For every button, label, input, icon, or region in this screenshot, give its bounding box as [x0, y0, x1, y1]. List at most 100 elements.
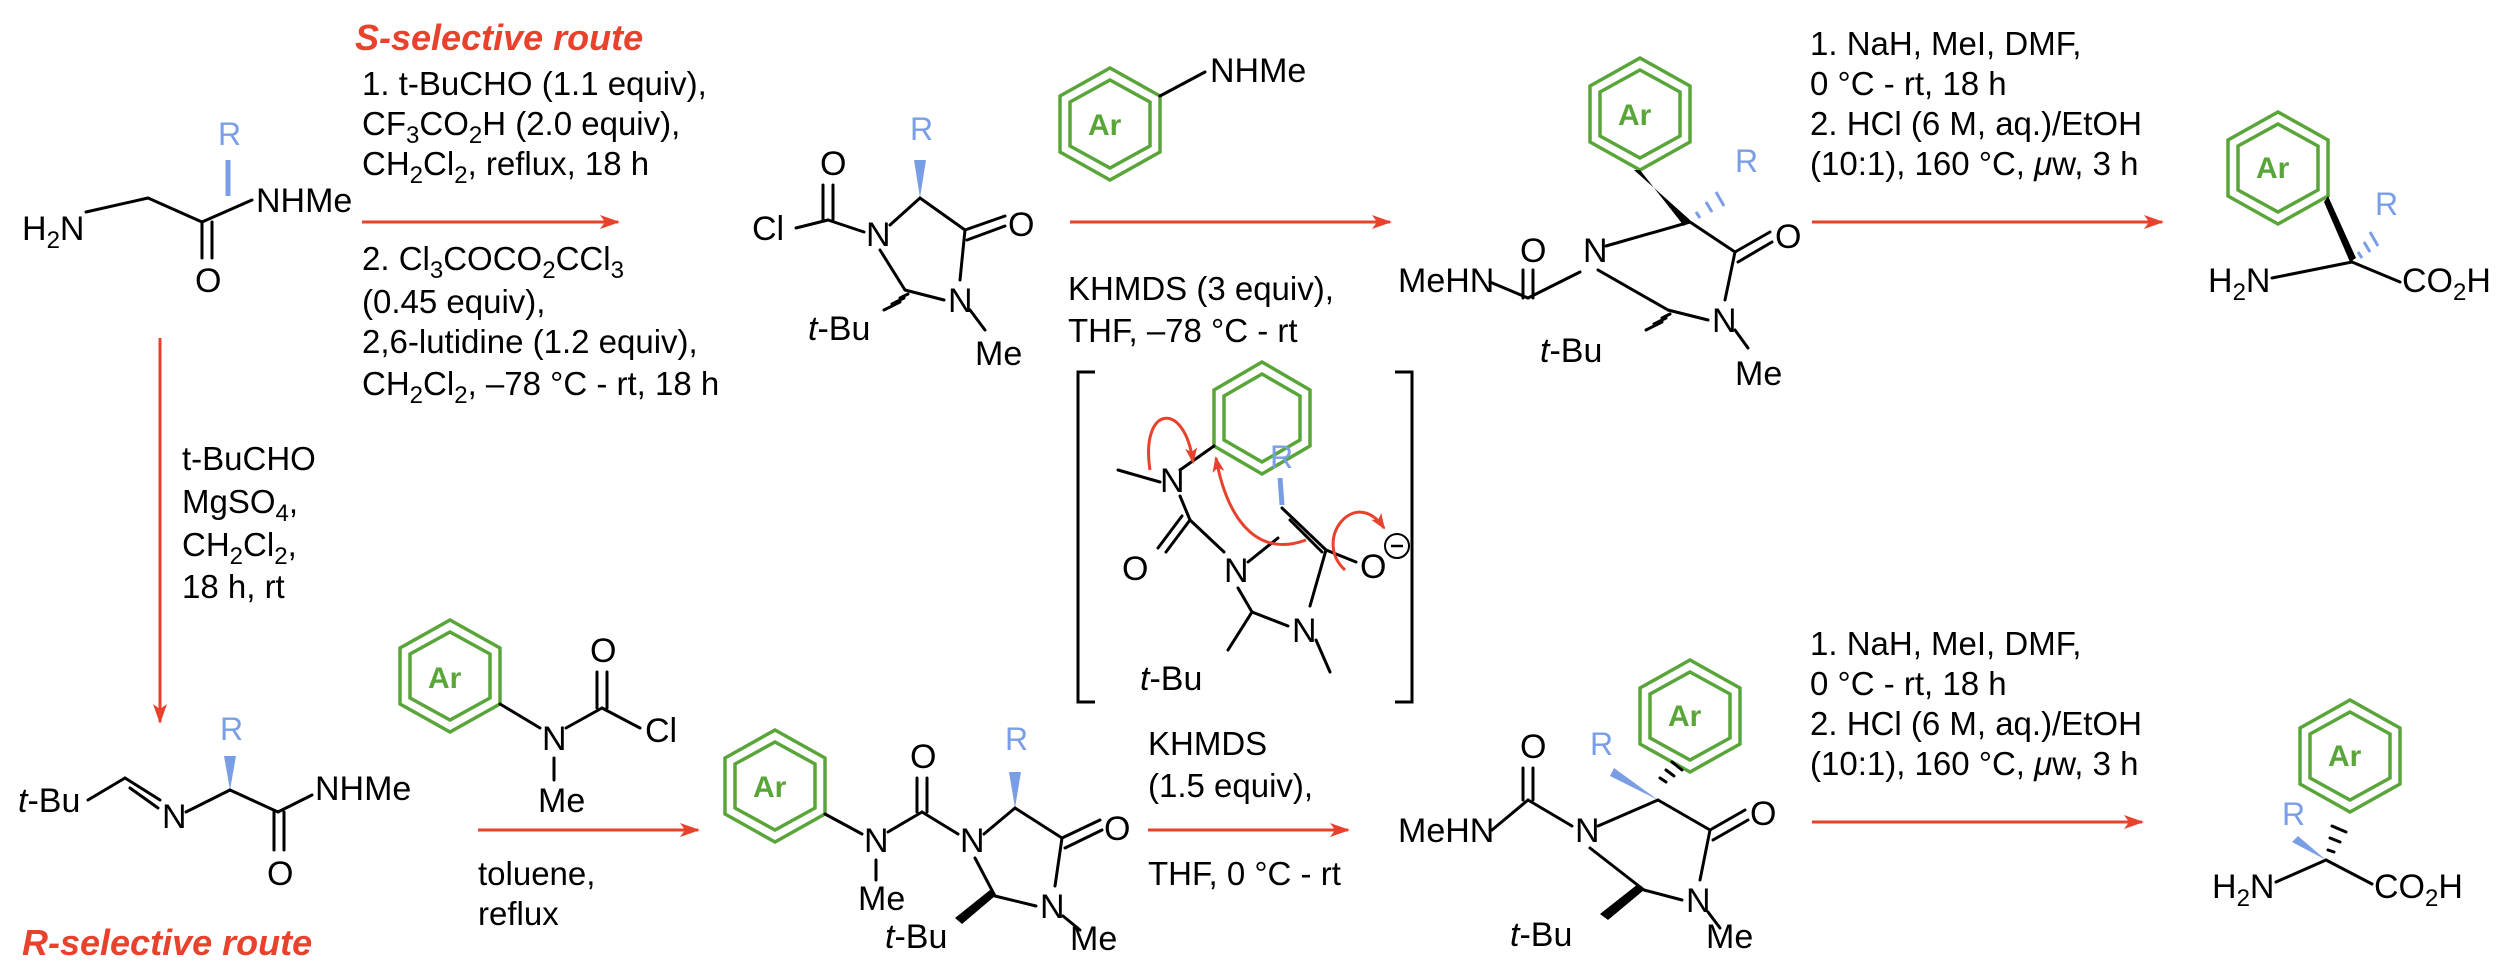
r-hydro-line4: (10:1), 160 °C, μw, 3 h: [1810, 745, 2138, 782]
hash-bond-aryl-r-acid: [2326, 824, 2348, 854]
s-step1-line2: CF3CO2H (2.0 equiv),: [362, 105, 680, 149]
hash-bond-aryl-r-product: [1658, 760, 1684, 784]
carbamoyl-chloride-imidazolidinone: O Cl N R O N Me t-Bu: [752, 111, 1034, 373]
imine-nhme-label: NHMe: [315, 770, 411, 808]
r-hydrolysis-conditions: 1. NaH, MeI, DMF, 0 °C - rt, 18 h 2. HCl…: [1810, 625, 2144, 829]
aryl-ring-icon-r-acid: [2298, 697, 2402, 815]
r-urea-n-label: N: [864, 822, 889, 860]
co2h-label-r-acid: CO2H: [2374, 868, 2463, 912]
r-product-mehn: MeHN: [1398, 812, 1494, 850]
reagent-n-me: Me: [538, 782, 585, 820]
aryl-carbamoyl-chloride: Ar N Me O Cl: [398, 617, 677, 820]
aryl-ring-icon-reagent: [398, 617, 502, 735]
r-product-ring-carbonyl-o: O: [1750, 795, 1776, 833]
intermediate-n-label: N: [1160, 462, 1185, 500]
ar-label-r-urea: Ar: [753, 771, 787, 804]
s-step1-line3: CH2Cl2, reflux, 18 h: [362, 145, 649, 189]
r-route-aryl-urea: Ar N Me O N R O N Me t-Bu: [723, 721, 1130, 958]
aryl-ring-icon-s-acid: [2226, 109, 2330, 227]
tbu-wedge-r-urea: [955, 890, 995, 924]
r-wedge-r-urea: [1009, 772, 1021, 808]
hash-bond-tbu-s-product: [1644, 312, 1672, 332]
r-ring-n1: N: [960, 822, 985, 860]
meHN-label: MeHN: [1398, 262, 1494, 300]
hash-bond-r: [1694, 191, 1726, 219]
r-product-n-me: Me: [1706, 918, 1753, 956]
s-step2-line1: 2. Cl3COCO2CCl3: [362, 240, 624, 284]
r-group-label-intermediate: R: [1270, 439, 1293, 475]
n-methyl-label: Me: [975, 335, 1022, 373]
s-step2-line4: CH2Cl2, –78 °C - rt, 18 h: [362, 365, 719, 409]
s-route-conditions-1: 1. t-BuCHO (1.1 equiv), CF3CO2H (2.0 equ…: [362, 65, 719, 409]
left-bracket: [1076, 370, 1095, 704]
r-group-label-s-product: R: [1735, 143, 1758, 179]
reagent-chloride: Cl: [645, 712, 677, 750]
r-coupling-line3: THF, 0 °C - rt: [1148, 855, 1341, 892]
tbu-label-s-product: t-Bu: [1540, 332, 1602, 370]
r-acyl-line1: toluene,: [478, 855, 595, 892]
r-group-label-r-acid: R: [2282, 796, 2305, 832]
r-imine-line4: 18 h, rt: [182, 568, 285, 605]
intermediate-ring-n1: N: [1224, 552, 1249, 590]
r-amino-acid-product: Ar R H2N CO2H: [2212, 697, 2463, 912]
negative-charge-icon: [1384, 533, 1410, 559]
chloride-label: Cl: [752, 210, 784, 248]
tbu-wedge-r-product: [1600, 884, 1644, 920]
intermediate-ring-n3: N: [1292, 612, 1317, 650]
r-group-label-r-urea: R: [1005, 721, 1028, 757]
s-hydrolysis-conditions: 1. NaH, MeI, DMF, 0 °C - rt, 18 h 2. HCl…: [1810, 25, 2164, 229]
hash-bond-tbu: [882, 292, 910, 312]
s-selective-route-label: S-selective route: [355, 17, 643, 58]
r-wedge-r-product: [1610, 768, 1658, 800]
right-bracket: [1395, 370, 1414, 704]
s-step2-line2: (0.45 equiv),: [362, 283, 545, 320]
s-coupling-line2: THF, –78 °C - rt: [1068, 312, 1298, 349]
s-hydro-line2: 0 °C - rt, 18 h: [1810, 65, 2007, 102]
r-urea-n-me: Me: [858, 880, 905, 918]
ring-n1-label: N: [866, 216, 891, 254]
r-group-label-s-acid: R: [2375, 186, 2398, 222]
enolate-o-label: O: [1360, 548, 1386, 586]
phenyl-ring-icon: [1212, 359, 1312, 477]
curly-arrow-n-aryl: [1147, 416, 1198, 471]
r-product-urea-o: O: [1520, 728, 1546, 766]
ar-label-r-product: Ar: [1668, 700, 1702, 733]
r-hydro-line1: 1. NaH, MeI, DMF,: [1810, 625, 2081, 662]
r-urea-carbonyl-o: O: [910, 738, 936, 776]
r-product-ring-n1: N: [1575, 812, 1600, 850]
r-wedge-imine: [224, 756, 236, 790]
tbu-label-intermediate: t-Bu: [1140, 660, 1202, 698]
s-amino-acid-product: Ar R H2N CO2H: [2208, 109, 2491, 306]
acyl-o-label: O: [820, 145, 846, 183]
imine-intermediate: t-Bu N R O NHMe: [18, 711, 411, 893]
r-selective-route-label: R-selective route: [22, 922, 312, 963]
ring-carbonyl-o-s-product: O: [1775, 218, 1801, 256]
carbonyl-o-label: O: [195, 262, 221, 300]
ar-label-r-acid: Ar: [2328, 740, 2362, 773]
imine-n-label: N: [162, 798, 187, 836]
tbu-label-r-product: t-Bu: [1510, 916, 1572, 954]
ar-label: Ar: [1088, 109, 1122, 142]
r-coupling-conditions: KHMDS (1.5 equiv), THF, 0 °C - rt: [1148, 725, 1350, 892]
r-arylated-imidazolidinone: Ar R O MeHN N O N Me t-Bu: [1398, 657, 1776, 956]
aryl-ring-icon-r-product: [1638, 657, 1742, 775]
intermediate-urea-o: O: [1122, 550, 1148, 588]
s-step2-line3: 2,6-lutidine (1.2 equiv),: [362, 323, 698, 360]
aryl-wedge: [1634, 170, 1690, 226]
tbu-label-r-urea: t-Bu: [885, 918, 947, 956]
r-product-ring-n3: N: [1686, 882, 1711, 920]
r-hydro-line3: 2. HCl (6 M, aq.)/EtOH: [1810, 705, 2142, 742]
r-imine-conditions: t-BuCHO MgSO4, CH2Cl2, 18 h, rt: [182, 440, 316, 605]
r-acyl-line2: reflux: [478, 895, 559, 932]
r-ring-n-me: Me: [1070, 920, 1117, 958]
r-ring-n3: N: [1040, 888, 1065, 926]
r-wedge: [914, 160, 926, 198]
reagent-carbonyl-o: O: [590, 632, 616, 670]
starting-amino-amide: R H2N O NHMe: [22, 116, 352, 300]
ar-label-reagent: Ar: [428, 662, 462, 695]
enolate-intermediate: N O N R O N t-Bu: [1076, 359, 1414, 704]
imine-amide-o: O: [267, 855, 293, 893]
reagent-n-label: N: [542, 720, 567, 758]
r-group-label-imine: R: [220, 711, 243, 747]
